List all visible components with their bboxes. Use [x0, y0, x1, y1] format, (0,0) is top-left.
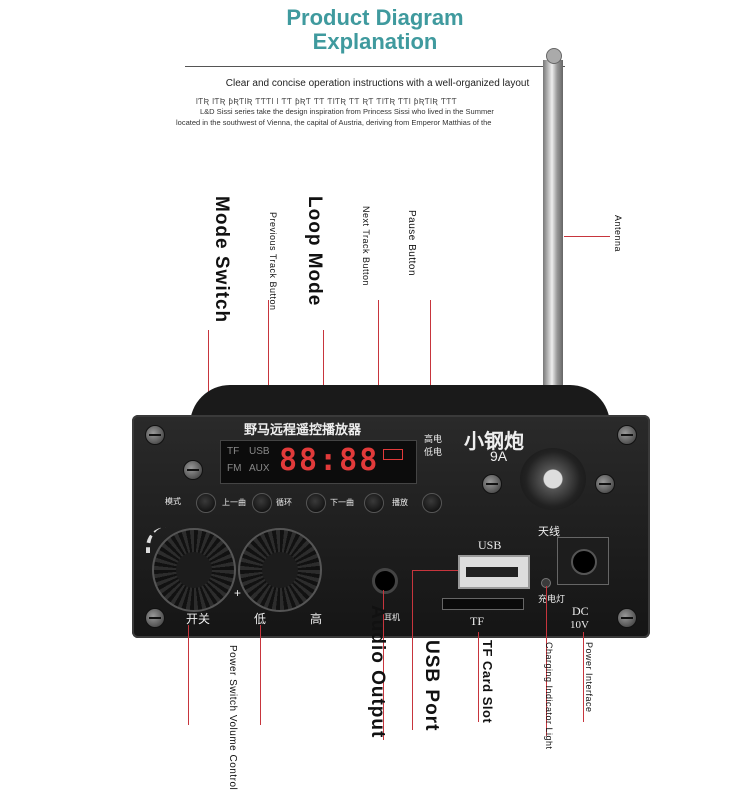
charge-label-text: 充电灯 — [538, 594, 566, 604]
leader-charging — [546, 586, 547, 736]
knob-plus-label: + — [234, 586, 242, 600]
audio-output-jack[interactable] — [372, 568, 398, 594]
battery-low-label: 低电 — [424, 447, 443, 457]
leader-power-interface — [583, 632, 584, 722]
label-mode-switch: Mode Switch — [211, 196, 232, 324]
title-line-2: Explanation — [312, 29, 438, 54]
title-line-1: Product Diagram — [286, 5, 464, 30]
tf-card-slot[interactable] — [442, 598, 524, 610]
label-power-switch: Power Switch Volume Control — [198, 645, 238, 790]
intro-subtitle: Clear and concise operation instructions… — [225, 78, 530, 89]
battery-high-label: 高电 — [424, 434, 443, 444]
display-digits: 88:88 — [279, 443, 380, 478]
screw-icon — [617, 425, 637, 445]
knob-high-label: 高 — [310, 612, 323, 626]
panel-title: 野马远程遥控播放器 — [244, 422, 362, 437]
intro-paragraph-line-2: located in the southwest of Vienna, the … — [176, 118, 492, 127]
btn-label-next: 下一曲 — [330, 498, 354, 507]
dc-label: DC — [572, 604, 589, 618]
btn-label-play: 播放 — [392, 498, 408, 507]
audio-jack-label: 耳机 — [384, 613, 400, 622]
label-power-interface: Power Interface — [584, 642, 594, 713]
tf-label: TF — [470, 614, 485, 628]
label-charging-indicator-text: Charging Indicator Light — [544, 642, 554, 750]
display-mode-tf: TF — [227, 446, 240, 457]
top-divider — [185, 66, 565, 67]
leader-antenna — [564, 236, 610, 237]
model-name: 9A — [490, 448, 508, 464]
label-power-switch-text: Power Switch Volume Control — [227, 645, 238, 790]
usb-port[interactable] — [458, 555, 530, 589]
screw-icon — [595, 474, 615, 494]
volume-arc-icon — [146, 527, 170, 553]
btn-label-loop: 循环 — [276, 498, 292, 507]
screw-icon — [145, 608, 165, 628]
leader-tf — [478, 632, 479, 722]
diagram-title: Product Diagram Explanation — [0, 6, 750, 54]
intro-scrambled-line: ƖƬƦ ƖƬƦ ƥƦƬƖƦ ƬƬƬƖ Ɩ ƬƬ ƥƦƬ ƬƬ ƬƖƬƦ ƬƬ Ʀ… — [196, 97, 458, 106]
leader-volume — [260, 625, 261, 725]
screw-icon — [617, 608, 637, 628]
dc-voltage-label: 10V — [570, 619, 589, 631]
tone-knob[interactable] — [238, 528, 322, 612]
screw-icon — [482, 474, 502, 494]
antenna-tip — [546, 48, 562, 64]
label-antenna: Antenna — [613, 215, 623, 253]
leader-audio-output — [383, 590, 384, 740]
next-track-button[interactable] — [364, 493, 384, 513]
antenna-panel-label: 天线 — [538, 526, 560, 538]
label-audio-output: Audio Output — [367, 605, 388, 739]
screw-icon — [145, 425, 165, 445]
leader-usb-horizontal — [412, 570, 458, 571]
battery-icon — [383, 449, 403, 460]
knob-power-label: 开关 — [186, 612, 211, 626]
display-mode-fm: FM — [227, 463, 242, 474]
btn-label-mode: 模式 — [165, 497, 181, 506]
intro-paragraph-line-1: L&D Sissi series take the design inspira… — [200, 107, 494, 116]
dc-power-port[interactable] — [557, 537, 609, 585]
knob-low-label: 低 — [254, 612, 267, 626]
power-volume-knob[interactable] — [152, 528, 236, 612]
display-mode-aux: AUX — [249, 463, 270, 474]
btn-label-prev: 上一曲 — [222, 498, 246, 507]
previous-track-button[interactable] — [252, 493, 272, 513]
antenna-rod — [543, 60, 563, 480]
usb-label: USB — [478, 538, 502, 552]
label-previous-track: Previous Track Button — [252, 212, 278, 311]
label-next-track: Next Track Button — [361, 206, 371, 287]
screw-icon — [183, 460, 203, 480]
loop-button[interactable] — [306, 493, 326, 513]
mode-button[interactable] — [196, 493, 216, 513]
antenna-base[interactable] — [520, 448, 586, 510]
charge-label: 充电灯 — [538, 594, 565, 604]
label-tf-card-slot: TF Card Slot — [480, 640, 495, 724]
label-pause: Pause Button — [406, 210, 417, 277]
label-loop-mode: Loop Mode — [304, 196, 325, 307]
pause-button[interactable] — [422, 493, 442, 513]
led-display: TF USB FM AUX 88:88 — [220, 440, 417, 484]
label-previous-track-text: Previous Track Button — [268, 212, 278, 311]
leader-usb — [412, 570, 413, 730]
label-charging-indicator: Charging Indicator Light — [528, 642, 554, 750]
leader-power-switch — [188, 625, 189, 725]
display-mode-usb: USB — [249, 446, 270, 457]
brand-name: 小钢炮 — [464, 431, 524, 453]
label-usb-port: USB Port — [421, 640, 442, 732]
